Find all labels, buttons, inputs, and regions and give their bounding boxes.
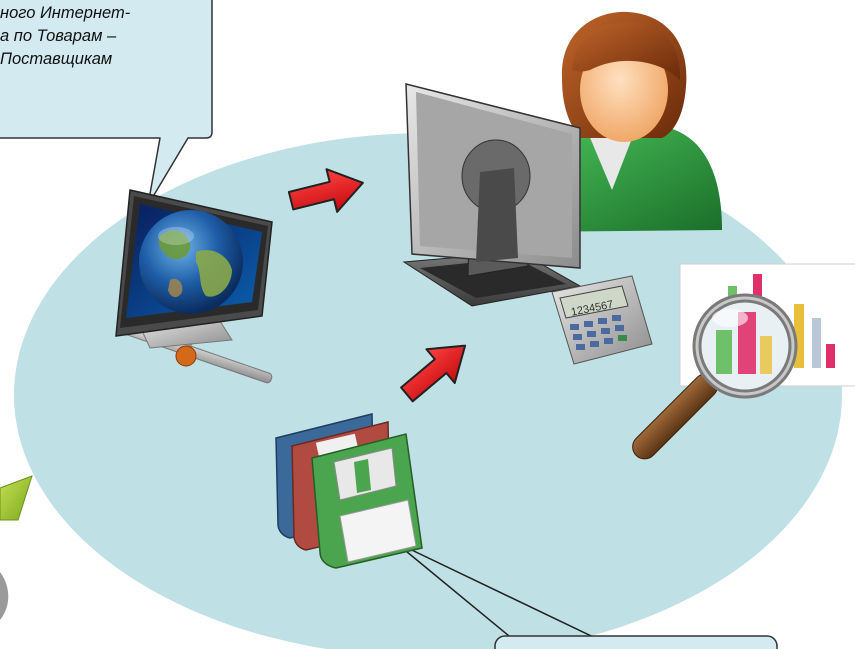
callout-top-line-2: а по Товарам – (0, 27, 117, 45)
green-shape-icon (0, 475, 33, 521)
magnifier-chart-icon (632, 263, 855, 460)
computer-monitor-icon (402, 83, 582, 307)
globe-monitor-icon (115, 189, 273, 384)
gray-shape-icon (0, 572, 9, 620)
red-arrow-icon (400, 344, 467, 403)
callout-bottom (394, 541, 778, 649)
callout-top-line-1: ного Интернет- (0, 4, 131, 22)
calculator-icon: 1234567 (551, 275, 653, 365)
floppy-disks-icon (275, 413, 423, 569)
callout-top-line-3: Поставщикам (0, 50, 113, 68)
red-arrow-icon (287, 168, 364, 213)
callout-top-text: ного Интернет- а по Товарам – Поставщика… (0, 2, 200, 71)
